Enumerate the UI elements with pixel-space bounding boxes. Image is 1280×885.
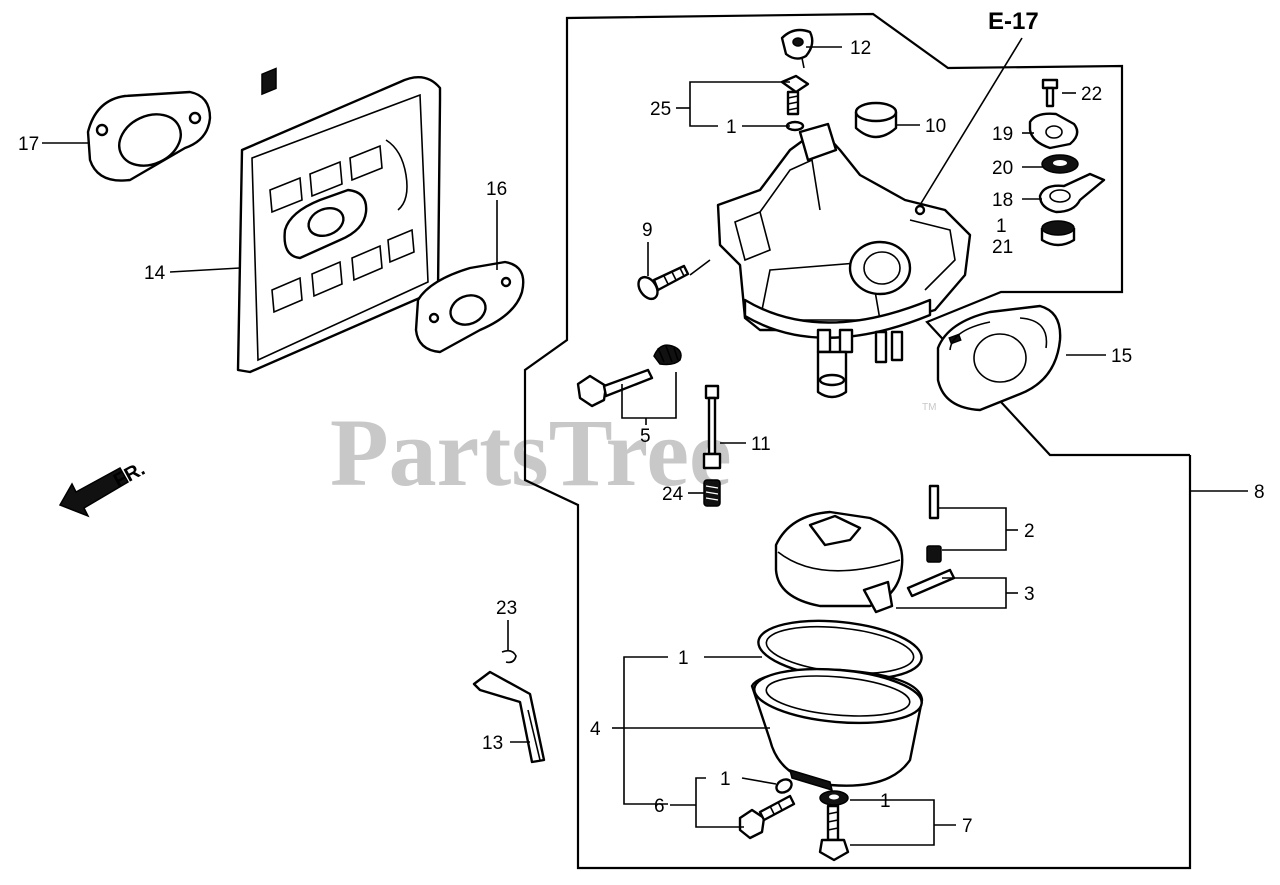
label-19: 19 bbox=[992, 124, 1013, 145]
washer-part-20 bbox=[1041, 154, 1079, 174]
float-part bbox=[774, 510, 904, 614]
label-1b: 1 bbox=[996, 216, 1007, 237]
gasket-part-16 bbox=[414, 260, 525, 354]
label-25: 25 bbox=[650, 99, 671, 120]
label-1e: 1 bbox=[880, 791, 891, 812]
insulator-gasket-part-17 bbox=[86, 90, 212, 182]
choke-plate-part-19 bbox=[1028, 112, 1079, 150]
choke-lever-part-12 bbox=[780, 28, 814, 69]
label-23: 23 bbox=[496, 598, 517, 619]
washer-part-1e bbox=[819, 790, 849, 806]
clip-part-23 bbox=[501, 649, 517, 664]
label-6: 6 bbox=[654, 796, 665, 817]
label-7: 7 bbox=[962, 816, 973, 837]
spring-part-24 bbox=[703, 479, 721, 507]
label-22: 22 bbox=[1081, 84, 1102, 105]
throttle-stop-screw-part-5 bbox=[576, 344, 682, 408]
main-jet-part-11 bbox=[702, 384, 722, 470]
label-24: 24 bbox=[662, 484, 684, 505]
watermark-text: PartsTree bbox=[330, 399, 732, 506]
bolt-part-22 bbox=[1041, 78, 1059, 108]
label-13: 13 bbox=[482, 733, 503, 754]
carburetor-body bbox=[689, 122, 972, 399]
label-4: 4 bbox=[590, 719, 601, 740]
label-16: 16 bbox=[486, 179, 507, 200]
screw-part-25 bbox=[780, 74, 810, 116]
bowl-bolt-part-7 bbox=[818, 804, 850, 862]
label-10: 10 bbox=[925, 116, 946, 137]
front-direction-arrow: FR. bbox=[58, 458, 149, 518]
label-5: 5 bbox=[640, 426, 651, 447]
label-1a: 1 bbox=[726, 117, 737, 138]
washer-part-1d bbox=[775, 778, 793, 794]
leader-lines bbox=[42, 37, 1248, 846]
plate-part-14 bbox=[236, 67, 442, 374]
label-8: 8 bbox=[1254, 482, 1265, 503]
carburetor-assembly-boundary bbox=[523, 12, 1192, 870]
label-18: 18 bbox=[992, 190, 1013, 211]
label-17: 17 bbox=[18, 134, 39, 155]
pilot-screw-part-9 bbox=[637, 264, 690, 301]
float-pin-part-3 bbox=[906, 568, 956, 598]
bowl-gasket-part-1c bbox=[757, 619, 923, 681]
label-21: 21 bbox=[992, 237, 1013, 258]
label-9: 9 bbox=[642, 220, 653, 241]
float-bowl-part-4 bbox=[750, 667, 924, 792]
cap-part-10 bbox=[854, 101, 898, 139]
label-14: 14 bbox=[144, 263, 166, 284]
label-2: 2 bbox=[1024, 521, 1035, 542]
drain-screw-part-6 bbox=[738, 794, 796, 840]
watermark-trademark: TM bbox=[922, 402, 936, 413]
choke-rod-part-13 bbox=[472, 670, 546, 764]
float-needle-part-2 bbox=[926, 484, 942, 563]
label-20: 20 bbox=[992, 158, 1013, 179]
label-12: 12 bbox=[850, 38, 871, 59]
label-1d: 1 bbox=[720, 769, 731, 790]
label-1c: 1 bbox=[678, 648, 689, 669]
label-3: 3 bbox=[1024, 584, 1035, 605]
reference-e17: E-17 bbox=[988, 8, 1039, 35]
seal-part-21 bbox=[1040, 220, 1076, 247]
gasket-part-15 bbox=[936, 304, 1062, 412]
label-15: 15 bbox=[1111, 346, 1132, 367]
label-11: 11 bbox=[751, 434, 771, 455]
lever-part-18 bbox=[1038, 172, 1106, 214]
